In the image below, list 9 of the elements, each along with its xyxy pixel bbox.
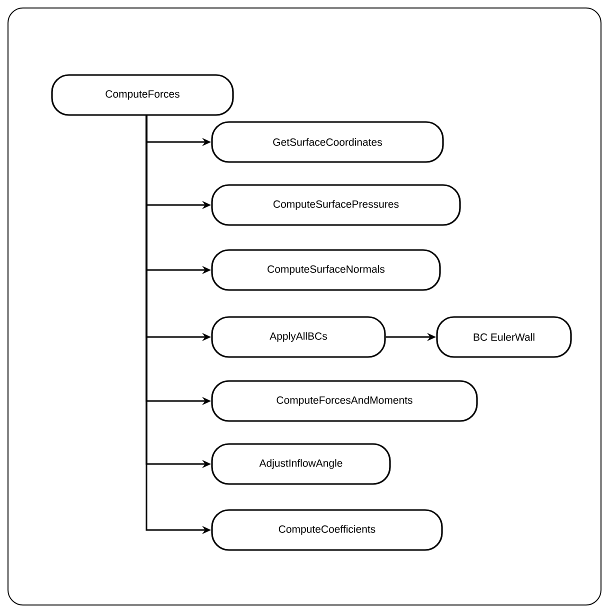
process-box: ApplyAllBCs — [211, 316, 386, 358]
process-box: BC EulerWall — [436, 316, 572, 358]
process-box: ComputeSurfacePressures — [211, 184, 461, 226]
process-box: ComputeCoefficients — [211, 509, 443, 551]
process-box: AdjustInflowAngle — [211, 443, 391, 485]
process-box: GetSurfaceCoordinates — [211, 121, 444, 163]
process-box: ComputeForcesAndMoments — [211, 380, 478, 422]
process-box: ComputeForces — [51, 74, 234, 116]
process-box: ComputeSurfaceNormals — [211, 249, 441, 291]
